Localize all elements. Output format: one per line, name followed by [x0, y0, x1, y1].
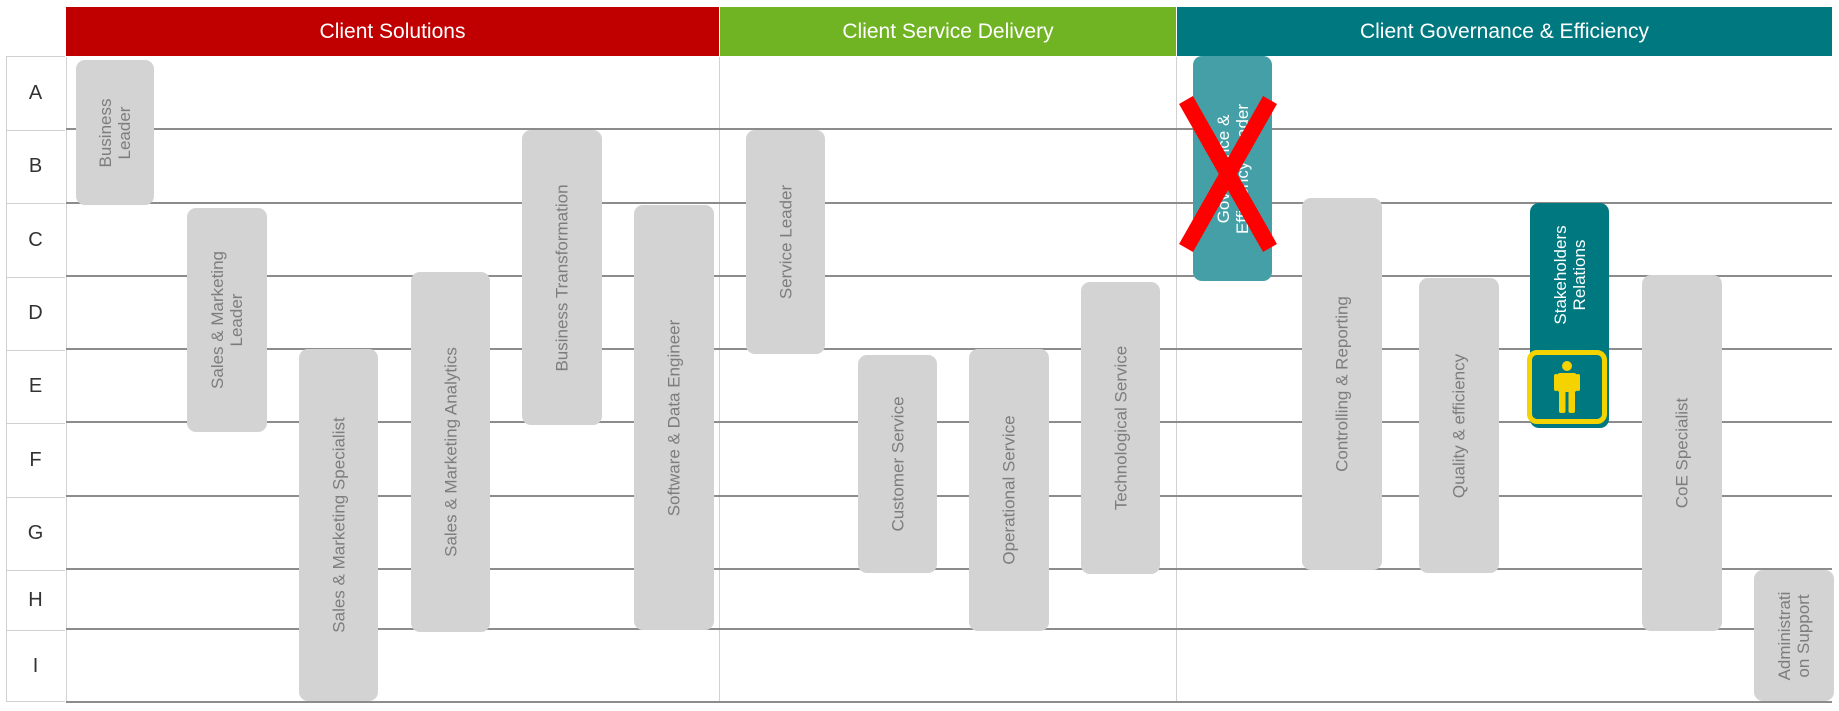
- role-label: Controlling & Reporting: [1332, 296, 1352, 472]
- person-highlight[interactable]: [1527, 350, 1607, 424]
- column-divider: [1176, 57, 1177, 702]
- grid-line: [66, 568, 1832, 570]
- row-separator: [6, 350, 65, 351]
- row-label-i: I: [32, 654, 39, 677]
- grid-line: [66, 275, 1832, 277]
- role-label: CoE Specialist: [1672, 397, 1692, 509]
- role-label: Quality & efficiency: [1449, 353, 1469, 498]
- grid-line: [66, 202, 1832, 204]
- grid-line: [66, 628, 1832, 630]
- grid-line: [66, 128, 1832, 130]
- row-label-a: A: [28, 82, 43, 104]
- row-label-c: C: [28, 228, 43, 251]
- grid-line: [66, 348, 1832, 350]
- role-label: Software & Data Engineer: [664, 319, 684, 516]
- person-icon: [1554, 361, 1580, 413]
- role-service-leader[interactable]: Service Leader: [746, 130, 825, 354]
- row-separator: [6, 497, 65, 498]
- cross-icon: [1179, 96, 1277, 252]
- role-label: Stakeholders Relations: [1550, 225, 1589, 325]
- row-label-h: H: [28, 588, 43, 611]
- role-quality-efficiency[interactable]: Quality & efficiency: [1419, 278, 1499, 573]
- role-sales-marketing-analytics[interactable]: Sales & Marketing Analytics: [411, 272, 490, 632]
- role-business-leader[interactable]: Business Leader: [76, 60, 154, 205]
- header-client-governance-efficiency: Client Governance & Efficiency: [1177, 7, 1832, 56]
- role-sales-marketing-specialist[interactable]: Sales & Marketing Specialist: [299, 349, 378, 701]
- role-label: Sales & Marketing Analytics: [441, 347, 460, 557]
- role-label: Business Transformation: [552, 183, 572, 372]
- column-divider: [66, 57, 67, 702]
- row-separator: [6, 570, 65, 571]
- role-label: Sales & Marketing Specialist: [329, 417, 348, 633]
- role-label: Business Leader: [96, 98, 134, 167]
- header-client-service-delivery: Client Service Delivery: [720, 7, 1176, 56]
- row-label-column: [6, 56, 65, 702]
- role-label: Sales & Marketing Leader: [208, 251, 246, 389]
- role-label: Customer Service: [888, 396, 907, 532]
- row-separator: [6, 630, 65, 631]
- role-coe-specialist[interactable]: CoE Specialist: [1642, 275, 1722, 631]
- role-label: Administrati on Support: [1775, 591, 1813, 680]
- row-label-e: E: [28, 375, 43, 397]
- row-separator: [6, 423, 65, 424]
- row-label-f: F: [29, 448, 42, 471]
- header-client-solutions: Client Solutions: [66, 7, 719, 56]
- role-customer-service[interactable]: Customer Service: [858, 355, 937, 573]
- role-software-data-engineer[interactable]: Software & Data Engineer: [634, 205, 714, 630]
- role-administration-support[interactable]: Administrati on Support: [1754, 570, 1834, 701]
- role-label: Service Leader: [776, 184, 795, 300]
- grid-line: [66, 495, 1832, 497]
- column-divider: [719, 57, 720, 702]
- row-separator: [6, 130, 65, 131]
- row-separator: [6, 203, 65, 204]
- role-label: Operational Service: [999, 415, 1019, 565]
- role-controlling-reporting[interactable]: Controlling & Reporting: [1302, 198, 1382, 570]
- row-label-g: G: [27, 522, 44, 544]
- row-label-b: B: [28, 155, 43, 177]
- row-separator: [6, 277, 65, 278]
- grid-line: [66, 701, 1832, 703]
- row-label-d: D: [28, 302, 43, 324]
- role-label: Technological Service: [1111, 345, 1130, 511]
- grid-line: [66, 421, 1832, 423]
- role-sales-marketing-leader[interactable]: Sales & Marketing Leader: [187, 208, 267, 432]
- role-operational-service[interactable]: Operational Service: [969, 349, 1049, 631]
- role-technological-service[interactable]: Technological Service: [1081, 282, 1160, 574]
- role-business-transformation[interactable]: Business Transformation: [522, 130, 602, 425]
